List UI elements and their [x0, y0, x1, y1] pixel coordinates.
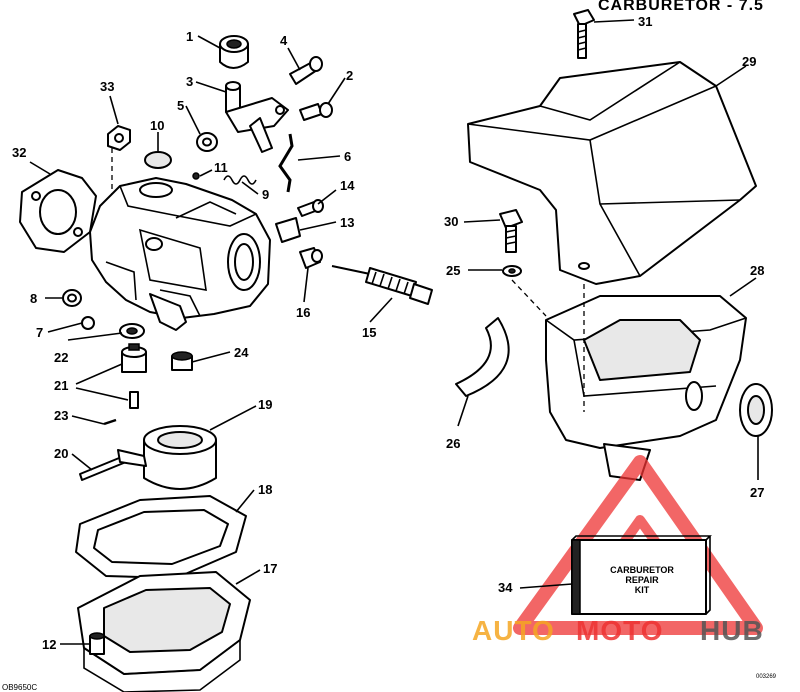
- callout-8: 8: [30, 291, 37, 306]
- part-33-nut: [107, 125, 131, 151]
- callout-29: 29: [742, 54, 756, 69]
- kit-box-line-1: CARBURETOR: [610, 565, 674, 575]
- callout-13: 13: [340, 215, 354, 230]
- callout-15: 15: [362, 325, 376, 340]
- callout-4: 4: [280, 33, 288, 48]
- callout-34: 34: [498, 580, 513, 595]
- part-7-ball: [81, 316, 95, 330]
- part-12-drain-screw: [89, 632, 105, 655]
- part-19-float: [117, 425, 217, 490]
- part-18-bowl-gasket: [75, 495, 247, 579]
- part-32-flange-gasket: [19, 169, 97, 253]
- callout-30: 30: [444, 214, 458, 229]
- callout-27: 27: [750, 485, 764, 500]
- callout-31: 31: [638, 14, 652, 29]
- callout-7: 7: [36, 325, 43, 340]
- callout-17: 17: [263, 561, 277, 576]
- body-choke-lever: [149, 293, 187, 331]
- callout-32: 32: [12, 145, 26, 160]
- part-28-silencer-base: [545, 295, 747, 481]
- part-27-grommet: [739, 383, 773, 437]
- part-22-gasket: [119, 323, 145, 339]
- part-15-needle-valve: [331, 265, 433, 305]
- part-2-screw: [299, 102, 333, 121]
- callout-2: 2: [346, 68, 353, 83]
- callout-33: 33: [100, 79, 114, 94]
- callout-25: 25: [446, 263, 460, 278]
- callout-24: 24: [234, 345, 249, 360]
- part-14-screw: [297, 199, 324, 217]
- part-16-packing-nut: [299, 247, 323, 269]
- part-30-screw: [499, 209, 523, 253]
- callout-12: 12: [42, 637, 56, 652]
- part-1-bushing: [219, 35, 249, 69]
- callout-28: 28: [750, 263, 764, 278]
- part-23-pin: [103, 418, 117, 426]
- callout-11: 11: [214, 160, 228, 175]
- callout-14: 14: [340, 178, 355, 193]
- callout-21: 21: [54, 378, 68, 393]
- part-8-o-ring: [62, 289, 82, 307]
- part-9-spring: [223, 175, 257, 185]
- callout-10: 10: [150, 118, 164, 133]
- part-34-repair-kit-box: CARBURETOR REPAIR KIT: [571, 535, 712, 615]
- part-21-main-jet: [121, 343, 147, 409]
- callout-20: 20: [54, 446, 68, 461]
- watermark-text-hub: HUB: [700, 615, 764, 646]
- part-13-bracket: [275, 217, 301, 243]
- leader-lines: [29, 19, 759, 645]
- watermark-text: AUTO MOTO HUB: [472, 615, 764, 646]
- callout-23: 23: [54, 408, 68, 423]
- part-6-link-rod: [278, 133, 294, 193]
- kit-box-line-2: REPAIR: [625, 575, 659, 585]
- callout-22: 22: [54, 350, 68, 365]
- callout-19: 19: [258, 397, 272, 412]
- callout-9: 9: [262, 187, 269, 202]
- figure-code: OB9650C: [2, 683, 37, 692]
- callout-26: 26: [446, 436, 460, 451]
- callout-6: 6: [344, 149, 351, 164]
- part-26-grommet-seal: [455, 317, 510, 397]
- part-11-check-ball: [192, 172, 200, 180]
- part-3-throttle-lever: [225, 81, 289, 153]
- kit-box-line-3: KIT: [635, 585, 650, 595]
- part-25-washer: [502, 265, 522, 277]
- callout-3: 3: [186, 74, 193, 89]
- callout-5: 5: [177, 98, 184, 113]
- callout-labels: 1 2 3 4 5 6 7 8 9 10 11 12 13 14 15 16 1…: [12, 14, 764, 652]
- carburetor-body: [89, 177, 271, 319]
- watermark-text-moto: MOTO: [576, 615, 663, 646]
- diagram-title: CARBURETOR - 7.5: [598, 0, 764, 14]
- part-24-plug: [171, 351, 193, 371]
- part-17-float-bowl: [77, 571, 251, 692]
- watermark-text-auto: AUTO: [472, 615, 555, 646]
- part-29-silencer-cover: [467, 61, 757, 285]
- part-4-pin: [289, 56, 323, 85]
- part-31-bolt: [573, 9, 595, 59]
- callout-16: 16: [296, 305, 310, 320]
- part-10-plug: [144, 151, 172, 169]
- sheet-code: 003269: [756, 674, 777, 680]
- callout-18: 18: [258, 482, 272, 497]
- leader-25-dashed: [511, 279, 547, 317]
- part-5-washer: [196, 132, 218, 152]
- callout-1: 1: [186, 29, 193, 44]
